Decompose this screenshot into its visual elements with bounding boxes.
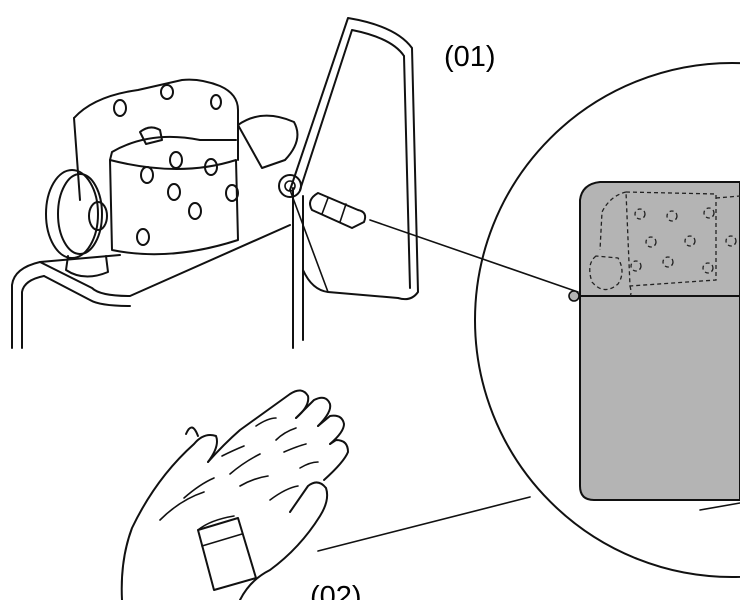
pin-end-icon [568,290,580,302]
hand-with-part [120,389,349,600]
figure-label-02: (02) [310,581,362,600]
hinge-icon [278,174,302,198]
magnify-circle [474,62,740,578]
spark-wheel [45,169,109,278]
leader-line-pin [369,219,579,293]
figure-label-01: (01) [444,41,496,73]
hinge-pin [309,192,367,229]
leader-line-hand [317,496,531,552]
open-lighter [11,17,419,349]
magnify-detail [317,62,740,578]
flint-spring-icon [139,126,163,145]
hidden-chimney [589,191,740,297]
small-part-icon [197,515,257,591]
lighter-body [579,181,740,501]
chimney [73,78,239,256]
